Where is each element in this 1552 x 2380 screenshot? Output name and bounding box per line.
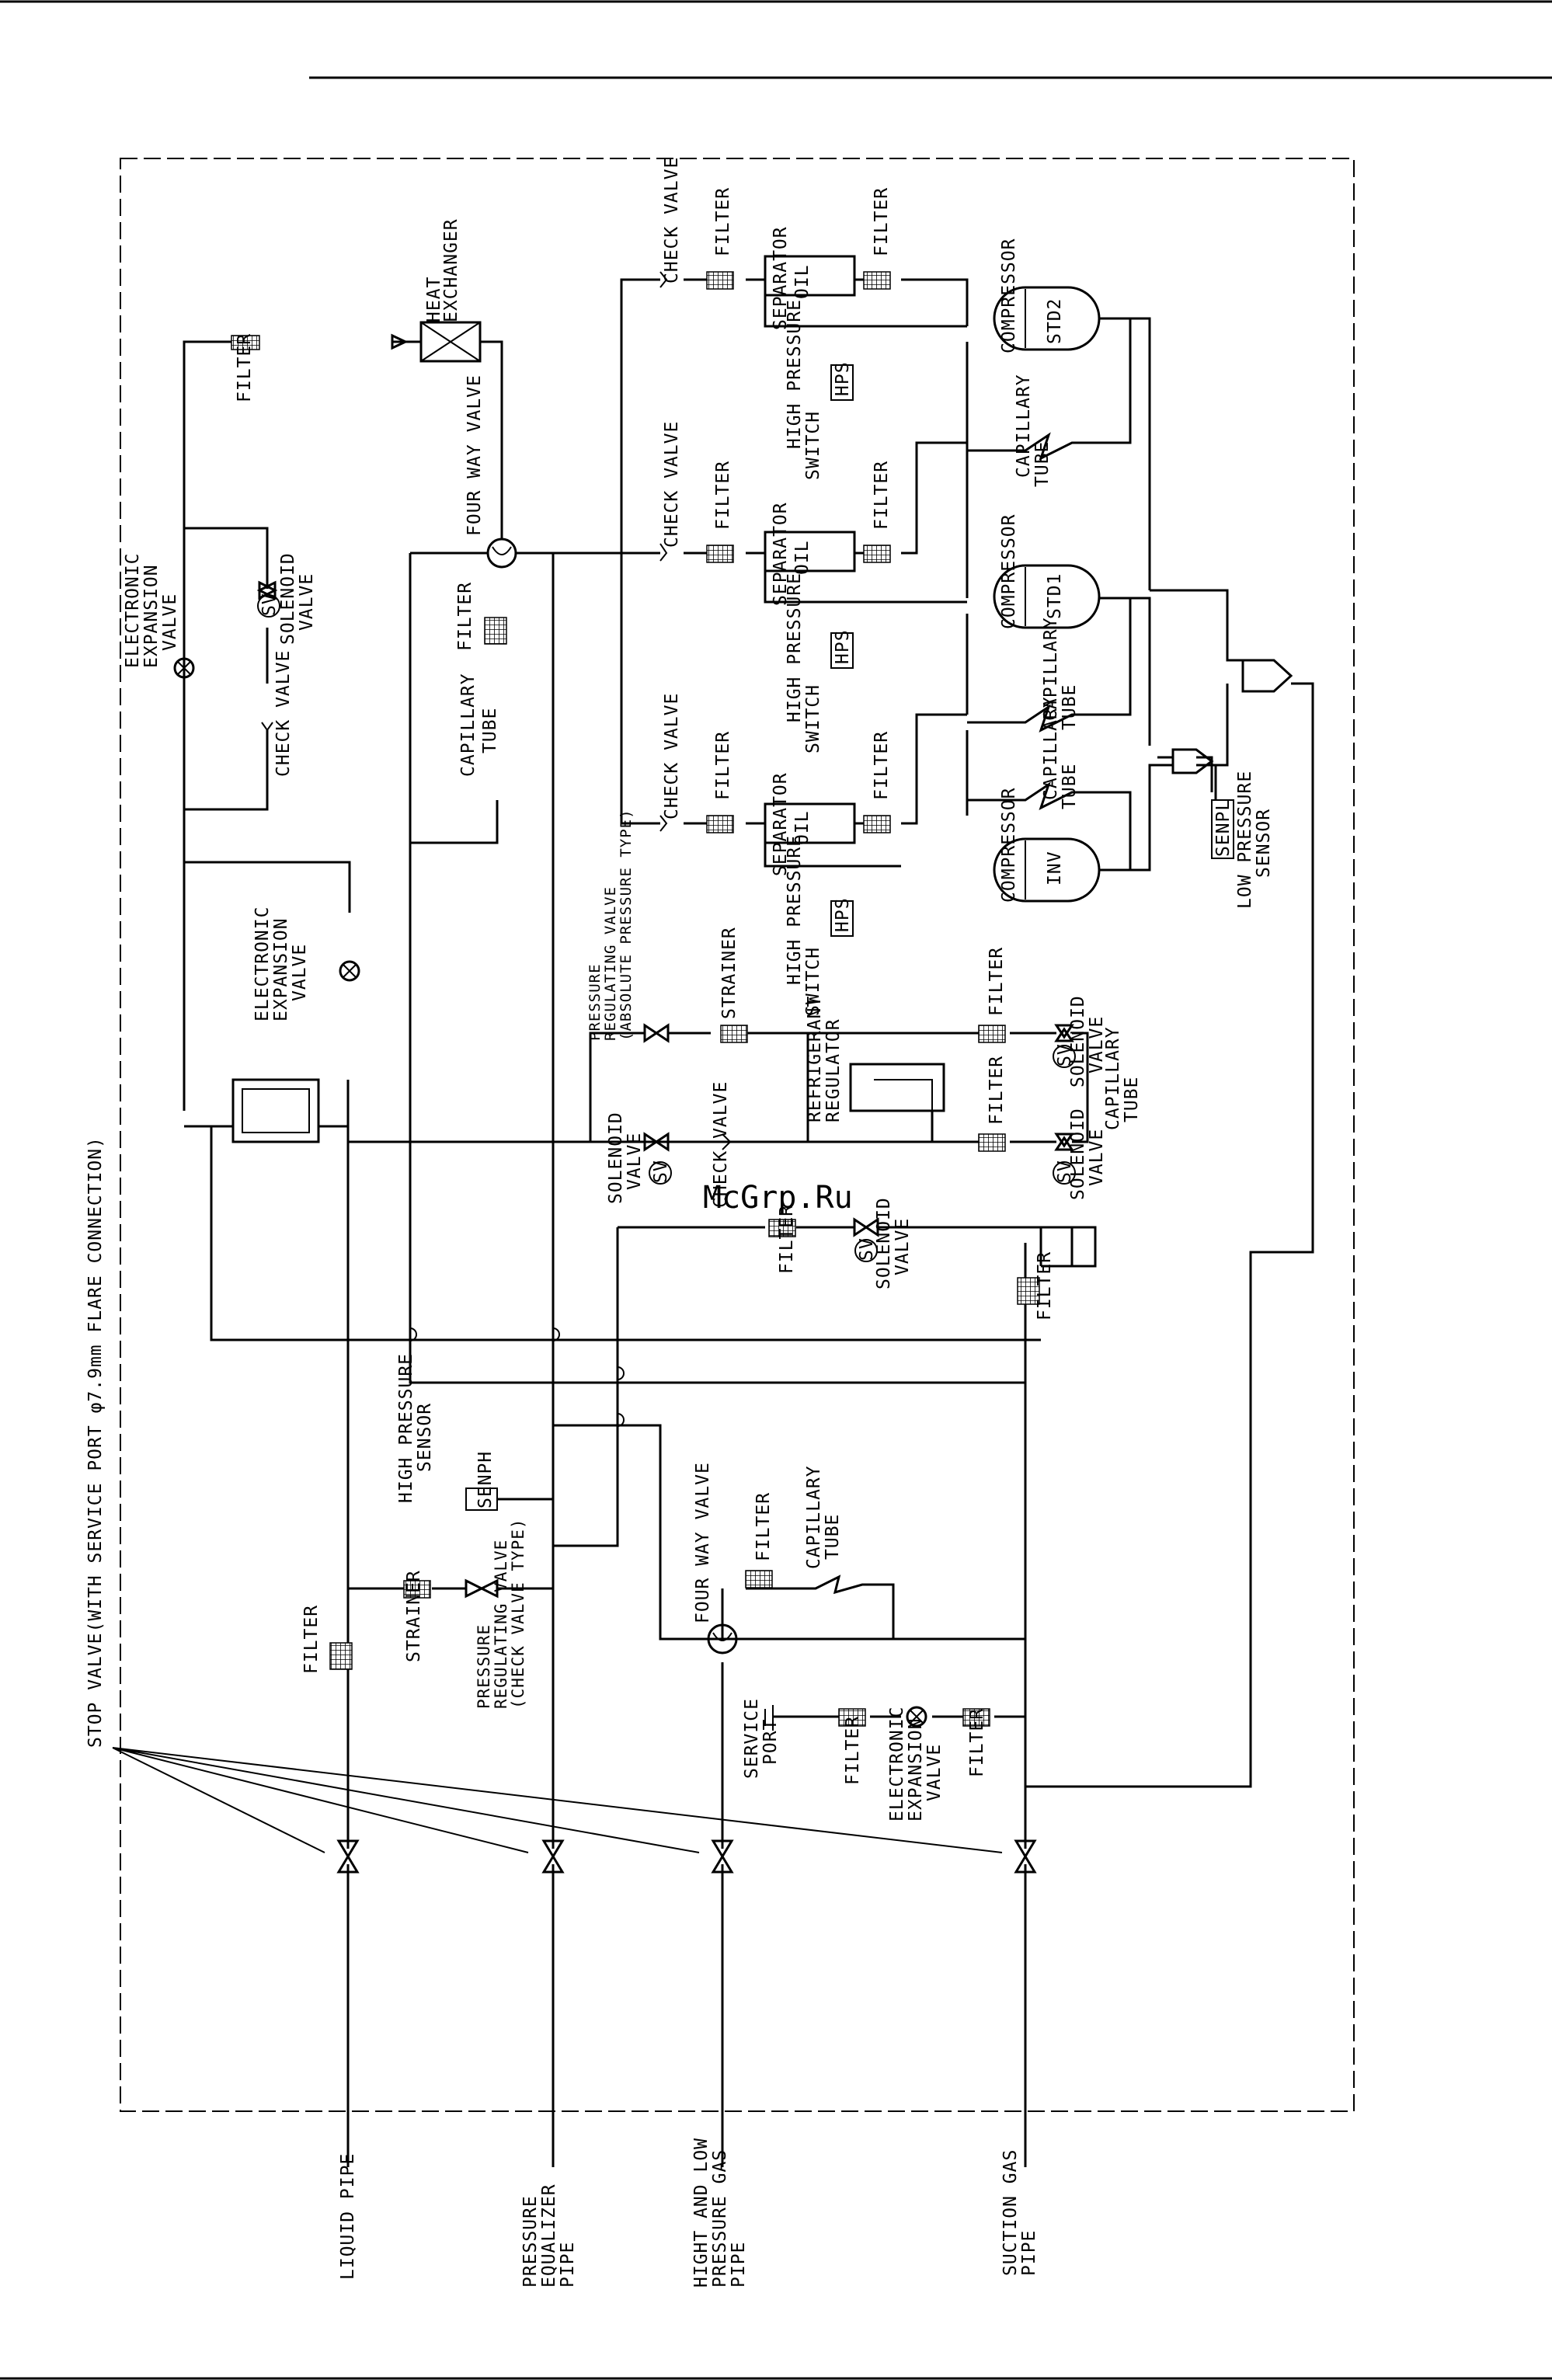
sv-label: SV bbox=[651, 1160, 671, 1183]
solenoid-valve-label: SOLENOIDVALVE bbox=[874, 1197, 913, 1289]
oil-separator-label: OILSEPARATOR bbox=[771, 772, 813, 876]
check-valve-label: CHECK VALVE bbox=[273, 650, 294, 777]
eev-label: ELECTRONICEXPANSIONVALVE bbox=[123, 553, 180, 668]
heat-exchanger-label: HEATEXCHANGER bbox=[424, 218, 461, 322]
filter-label: FILTER bbox=[713, 731, 733, 800]
solenoid-valve-label: SOLENOIDVALVE bbox=[278, 552, 317, 645]
liquid-pipe-label: LIQUID PIPE bbox=[338, 2153, 358, 2280]
filter-label: FILTER bbox=[987, 947, 1007, 1016]
senph-label: SENPH bbox=[475, 1451, 496, 1508]
hps-switch-1 bbox=[830, 364, 854, 401]
oil-separator-1 bbox=[764, 255, 856, 297]
compressor-std2 bbox=[993, 286, 1101, 351]
capillary-tube-label: CAPILLARYTUBE bbox=[1014, 374, 1053, 487]
four-way-valve-label: FOUR WAY VALVE bbox=[693, 1462, 713, 1623]
compressor-inv bbox=[993, 837, 1101, 903]
filter-label: FILTER bbox=[872, 731, 892, 800]
sv-label: SV bbox=[259, 593, 280, 616]
hps-switch-2 bbox=[830, 632, 854, 669]
four-way-valve-1 bbox=[486, 538, 517, 569]
compressor-model-inv: INV bbox=[1045, 851, 1065, 886]
filter-label: FILTER bbox=[987, 1056, 1007, 1125]
eev-label: ELECTRONICEXPANSIONVALVE bbox=[252, 906, 310, 1021]
high-pressure-switch-label: HIGH PRESSURESWITCH bbox=[785, 299, 823, 480]
low-pressure-sensor-label: LOW PRESSURESENSOR bbox=[1235, 771, 1274, 909]
service-port-label: SERVICEPORT bbox=[742, 1698, 781, 1779]
capillary-tube-label: CAPILLARYTUBE bbox=[458, 673, 500, 777]
compressor-std1 bbox=[993, 564, 1101, 629]
hps-switch-3 bbox=[830, 900, 854, 937]
accumulator-2 bbox=[1171, 748, 1214, 774]
hps-label: HPS bbox=[833, 361, 853, 396]
solenoid-valve-label: SOLENOIDVALVE bbox=[1068, 1108, 1107, 1200]
check-valve-label: CHECK VALVE bbox=[662, 157, 682, 284]
compressor-model-std1: STD1 bbox=[1045, 573, 1065, 619]
oil-separator-2 bbox=[764, 531, 856, 572]
filter-label: FILTER bbox=[753, 1492, 774, 1561]
filter-label: FILTER bbox=[713, 461, 733, 530]
hps-label: HPS bbox=[833, 897, 853, 932]
suction-pipe-label: SUCTION GASPIPE bbox=[1000, 2149, 1039, 2276]
equalizer-pipe-label: PRESSUREEQUALIZERPIPE bbox=[520, 2183, 578, 2288]
sv-label: SV bbox=[1055, 1043, 1075, 1066]
refrigerant-regulator bbox=[849, 1063, 945, 1142]
filter-label: FILTER bbox=[872, 187, 892, 256]
filter-label: FILTER bbox=[301, 1605, 322, 1674]
hps-label: HPS bbox=[833, 629, 853, 664]
oil-separator-label: OILSEPARATOR bbox=[771, 226, 813, 330]
piping bbox=[183, 278, 1314, 2167]
unit-boundary bbox=[120, 158, 1355, 2112]
capillary-tube-label: CAPILLARYTUBE bbox=[1041, 696, 1080, 809]
valves bbox=[173, 271, 1076, 1874]
capillary-tube-label: CAPILLARYTUBE bbox=[804, 1465, 843, 1569]
refrigerant-regulator-label: REFRIGERANTREGULATOR bbox=[805, 996, 844, 1122]
check-valve-label: CHECK VALVE bbox=[662, 693, 682, 819]
check-valve-label: CHECK VALVE bbox=[662, 421, 682, 548]
prv-absolute-label: PRESSUREREGULATING VALVE(ABSOLUTE PRESSU… bbox=[586, 809, 635, 1041]
oil-separator-label: OILSEPARATOR bbox=[771, 502, 813, 606]
filter-label: FILTER bbox=[455, 582, 475, 651]
stop-valve-note: STOP VALVE(WITH SERVICE PORT φ7.9mm FLAR… bbox=[85, 1136, 106, 1748]
capillary-tube-label: CAPILLARYTUBE bbox=[1041, 617, 1080, 730]
compressor-label: COMPRESSOR bbox=[999, 788, 1019, 903]
labels: STOP VALVE(WITH SERVICE PORT φ7.9mm FLAR… bbox=[85, 157, 1274, 2288]
filter-label: FILTER bbox=[843, 1716, 863, 1785]
senpl-label: SENPL bbox=[1213, 799, 1234, 857]
sv-label: SV bbox=[857, 1237, 877, 1261]
four-way-valve-label: FOUR WAY VALVE bbox=[465, 374, 485, 536]
sv-label: SV bbox=[1055, 1160, 1075, 1183]
solenoid-valve-label: SOLENOIDVALVE bbox=[606, 1112, 645, 1204]
compressor-model-std2: STD2 bbox=[1045, 298, 1065, 344]
filter-label: FILTER bbox=[872, 461, 892, 530]
filter-label: FILTER bbox=[713, 187, 733, 256]
watermark: McGrp.Ru bbox=[703, 1180, 853, 1216]
strainer-label: STRAINER bbox=[404, 1570, 424, 1662]
prv-check-label: PRESSUREREGULATING VALVE(CHECK VALVE TYP… bbox=[475, 1518, 527, 1709]
hl-gas-pipe-label: HIGHT AND LOWPRESSURE GASPIPE bbox=[691, 2138, 749, 2288]
compressor-label: COMPRESSOR bbox=[999, 238, 1019, 353]
sub-cooler bbox=[231, 1078, 320, 1143]
filter-label: FILTER bbox=[967, 1708, 987, 1777]
low-pressure-sensor bbox=[1211, 799, 1234, 859]
high-pressure-sensor bbox=[465, 1488, 498, 1511]
capillary-tube-label: CAPILLARYTUBE bbox=[1103, 1026, 1142, 1130]
solenoid-valve-label: SOLENOIDVALVE bbox=[1068, 995, 1107, 1087]
compressor-label: COMPRESSOR bbox=[999, 514, 1019, 629]
high-pressure-switch-label: HIGH PRESSURESWITCH bbox=[785, 572, 823, 753]
strainer-label: STRAINER bbox=[719, 927, 739, 1019]
filter-label: FILTER bbox=[235, 333, 255, 402]
oil-separator-3 bbox=[764, 802, 856, 844]
accumulator-1 bbox=[1241, 659, 1293, 693]
heat-exchanger bbox=[391, 321, 482, 363]
stop-valve-leaders bbox=[112, 1747, 1003, 1853]
high-pressure-sensor-label: HIGH PRESSURESENSOR bbox=[396, 1353, 435, 1503]
eev-label: ELECTRONICEXPANSIONVALVE bbox=[887, 1707, 945, 1822]
check-valve-label: CHECK VALVE bbox=[711, 1081, 731, 1208]
filters bbox=[231, 271, 1040, 1727]
filter-label: FILTER bbox=[777, 1205, 797, 1274]
filter-label: FILTER bbox=[1035, 1251, 1055, 1320]
high-pressure-switch-label: HIGH PRESSURESWITCH bbox=[785, 835, 823, 1016]
